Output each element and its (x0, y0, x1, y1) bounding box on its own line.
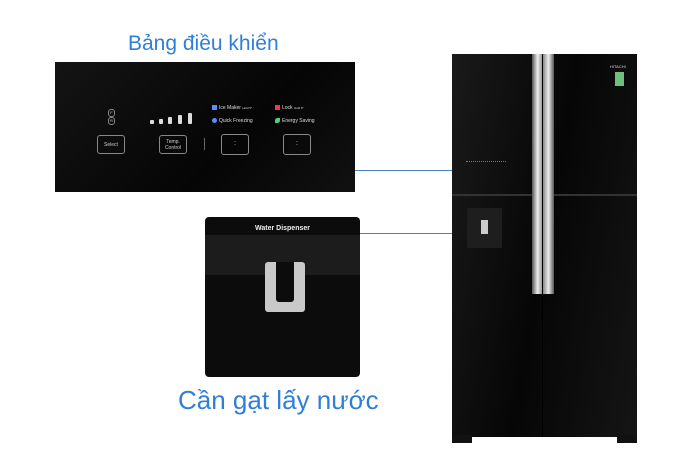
brand-logo: HITACHI (610, 64, 626, 69)
energy-saving-text: Energy Saving (282, 118, 315, 124)
quick-freezing-text: Quick Freezing (219, 118, 253, 124)
lock-text: Lock (282, 105, 293, 111)
refrigerator: HITACHI (452, 54, 637, 443)
door-handles[interactable] (532, 54, 554, 294)
quick-freezing-label: Quick Freezing (212, 118, 253, 124)
water-lever-caption: Cần gạt lấy nước (178, 385, 379, 415)
panel-leader-line (355, 170, 467, 171)
fridge-dispenser[interactable] (467, 208, 502, 248)
freezer-indicator: F (108, 109, 115, 117)
lock-icon (275, 105, 280, 111)
ice-quick-button[interactable]: : (221, 134, 249, 155)
select-button[interactable]: Select (97, 135, 125, 154)
temp-control-button[interactable]: Temp. Control (159, 135, 187, 154)
water-lever[interactable] (265, 262, 305, 312)
ice-maker-label: Ice Maker Hold 5" (212, 105, 252, 111)
energy-saving-label: Energy Saving (275, 118, 315, 124)
temp-level-indicator (150, 112, 200, 124)
energy-label (615, 72, 624, 86)
ice-maker-icon (212, 105, 217, 111)
lock-label: Lock Hold 5" (275, 105, 304, 111)
ice-maker-text: Ice Maker (219, 105, 241, 111)
leaf-icon (275, 118, 280, 124)
control-panel-closeup: F R Select Temp. Control Ice Maker Hold … (55, 62, 355, 192)
snowflake-icon (212, 118, 217, 124)
control-panel-caption: Bảng điều khiển (128, 32, 279, 55)
dispenser-title: Water Dispenser (255, 225, 310, 232)
divider (204, 138, 205, 150)
ice-maker-hold: Hold 5" (242, 106, 253, 110)
lock-energy-button[interactable]: : (283, 134, 311, 155)
fridge-control-panel (466, 161, 506, 168)
dispenser-leader-line (360, 233, 468, 234)
fridge-indicator: R (108, 117, 115, 125)
lock-hold: Hold 5" (293, 106, 304, 110)
water-dispenser-closeup: Water Dispenser (205, 217, 360, 377)
